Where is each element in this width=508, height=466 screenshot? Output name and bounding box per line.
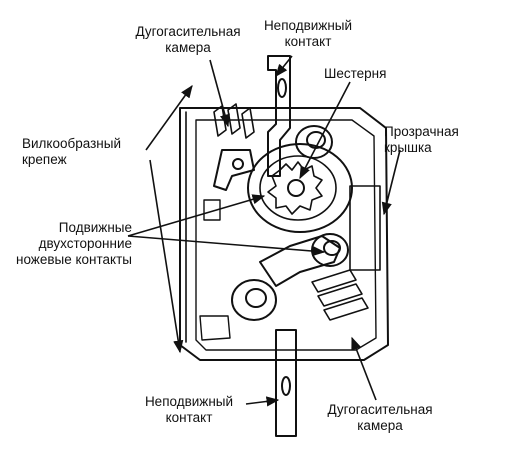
arrow-fixed-contact-top [275, 55, 293, 77]
gear-hub [287, 179, 305, 197]
label-moving-contacts: Подвижные двухсторонние ножевые контакты [6, 220, 132, 268]
label-gear-line1: Шестерня [324, 66, 387, 81]
arrow-cover [381, 149, 401, 216]
fixed-contact-top-hole [277, 78, 287, 98]
fork-mount-bracket [213, 149, 255, 191]
label-fixed-contact-bottom-line2: контакт [165, 410, 213, 425]
label-fixed-contact-top-line2: контакт [284, 34, 332, 49]
fixed-contact-top-blade [267, 55, 291, 177]
label-arc-chute-bottom-line2: камера [357, 418, 403, 433]
label-arc-chute-top: Дугогасительная камера [128, 24, 248, 56]
fixed-contact-bottom-hole [281, 376, 291, 396]
lower-roller [231, 279, 277, 321]
label-fixed-contact-bottom-line1: Неподвижный [144, 394, 234, 409]
arrow-gear [299, 81, 351, 180]
label-arc-chute-bottom: Дугогасительная камера [320, 402, 440, 434]
housing-detail-left [199, 199, 231, 341]
label-transparent-cover: Прозрачная крышка [384, 124, 459, 156]
arrow-moving-contacts-2 [127, 235, 326, 257]
fork-mount-screw [232, 158, 244, 170]
label-gear: Шестерня [324, 66, 386, 82]
arc-chute-bottom-fins [311, 269, 369, 321]
transparent-cover-plate [349, 185, 381, 271]
arrow-fork-mount-2 [149, 159, 184, 354]
fixed-contact-bottom-blade [275, 329, 297, 437]
label-fixed-contact-top: Неподвижный контакт [258, 18, 358, 50]
label-moving-contacts-line3: ножевые контакты [16, 252, 132, 267]
label-transparent-cover-line1: Прозрачная [384, 124, 459, 139]
fork-mount-plate [179, 107, 187, 346]
label-fork-mount-line1: Вилкообразный [22, 136, 121, 151]
arc-chute-top-fins [213, 103, 255, 139]
label-transparent-cover-line2: крышка [384, 140, 432, 155]
lower-roller-inner [245, 288, 267, 308]
label-arc-chute-bottom-line1: Дугогасительная [327, 402, 433, 417]
arrow-fork-mount [145, 84, 193, 151]
label-fixed-contact-bottom: Неподвижный контакт [134, 394, 244, 426]
moving-contact-roller [311, 233, 349, 267]
gear-housing [247, 143, 353, 233]
gear-housing-inner [259, 155, 337, 221]
arrow-fixed-contact-bottom [245, 396, 280, 407]
label-moving-contacts-line1: Подвижные [58, 220, 132, 235]
label-arc-chute-top-line2: камера [165, 40, 211, 55]
label-fixed-contact-top-line1: Неподвижный [263, 18, 353, 33]
label-fork-mount-line2: крепеж [22, 152, 67, 167]
housing-inner [195, 119, 377, 351]
label-fork-mount: Вилкообразный крепеж [22, 136, 121, 168]
label-arc-chute-top-line1: Дугогасительная [135, 24, 241, 39]
gear-teeth [267, 161, 323, 215]
housing-frame [179, 107, 389, 361]
arrow-moving-contacts-1 [127, 194, 266, 237]
label-moving-contacts-line2: двухсторонние [38, 236, 132, 251]
upper-roller [295, 125, 333, 159]
arrow-arc-chute-top [209, 59, 230, 128]
moving-contact-arm [259, 235, 341, 287]
arrow-arc-chute-bottom [351, 336, 377, 401]
